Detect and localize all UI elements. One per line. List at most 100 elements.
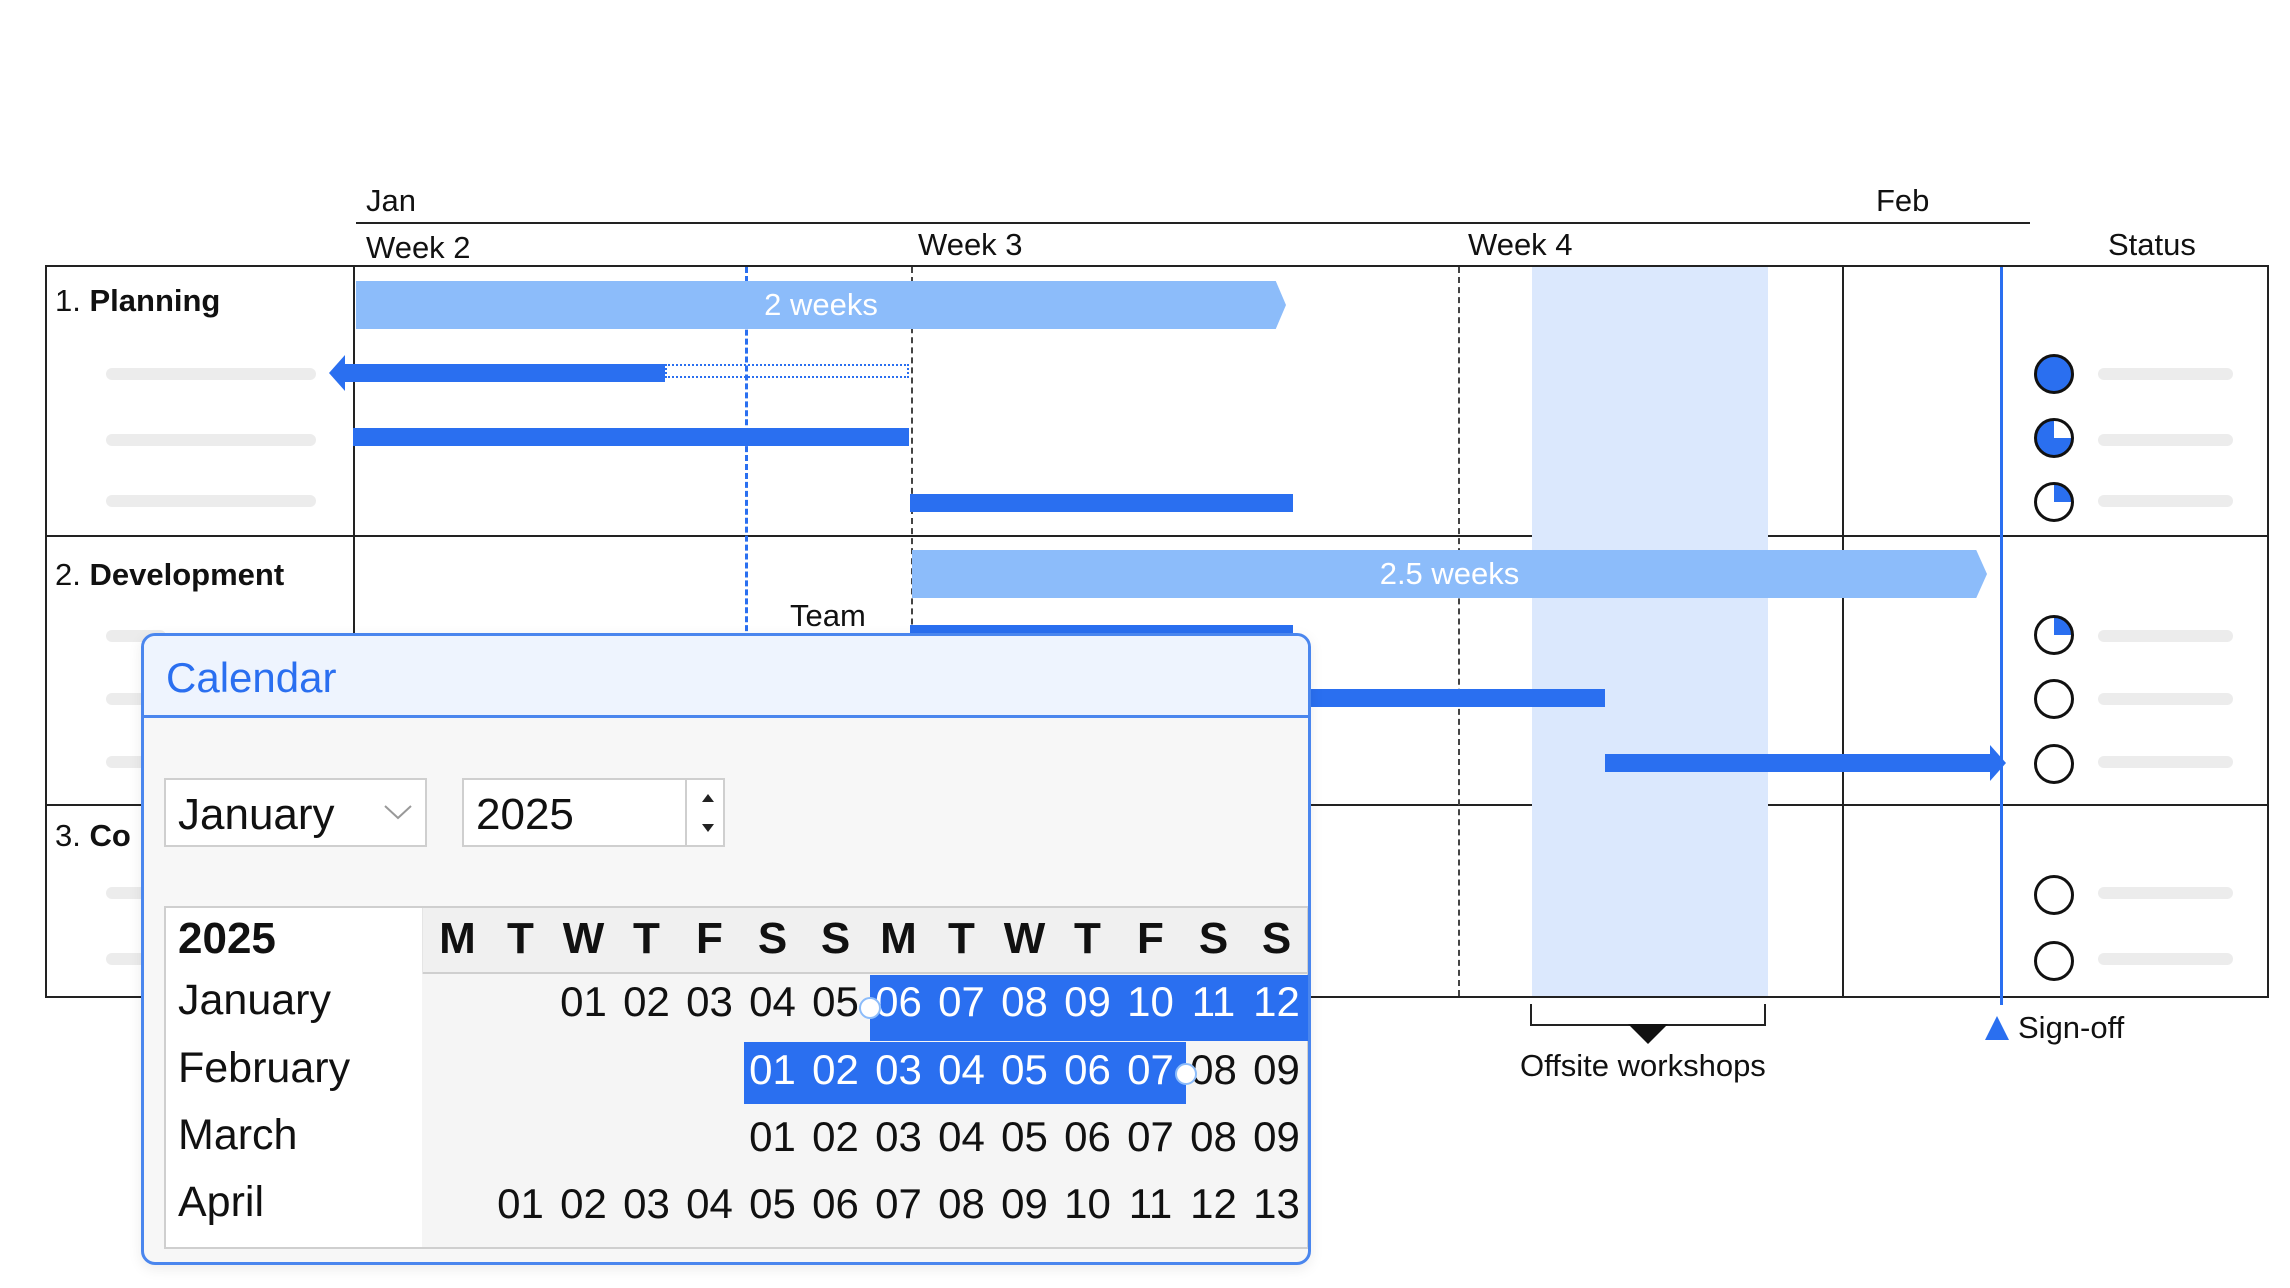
spin-down-icon[interactable] (702, 824, 714, 832)
calendar-day[interactable]: 06 (875, 978, 922, 1025)
year-stepper-value: 2025 (476, 790, 574, 839)
status-quarter-icon[interactable] (2034, 482, 2074, 522)
calendar-day[interactable]: 12 (1253, 978, 1300, 1025)
calendar-day[interactable]: 09 (1001, 1180, 1048, 1227)
group-name: Co (89, 818, 131, 853)
label-column-divider (353, 265, 355, 998)
calendar-day[interactable]: 01 (749, 1046, 796, 1093)
month-row-label: February (178, 1044, 351, 1092)
signoff-marker-line (2000, 267, 2003, 1005)
calendar-day[interactable]: 09 (1253, 1113, 1300, 1160)
span-bar-2-weeks[interactable]: 2 weeks (356, 281, 1286, 329)
month-row-label: March (178, 1111, 298, 1159)
group-number: 2. (55, 557, 81, 592)
week-label-4: Week 4 (1468, 227, 1573, 262)
calendar-day[interactable]: 09 (1064, 978, 1111, 1025)
calendar-day[interactable]: 06 (1064, 1113, 1111, 1160)
weekday-header: F (696, 914, 723, 963)
bracket-pointer-icon (1628, 1024, 1668, 1044)
calendar-day[interactable]: 08 (1190, 1046, 1237, 1093)
calendar-day[interactable]: 02 (812, 1113, 859, 1160)
calendar-day[interactable]: 06 (812, 1180, 859, 1227)
span-label: 2 weeks (764, 287, 878, 322)
calendar-day[interactable]: 03 (686, 978, 733, 1025)
calendar-day[interactable]: 02 (812, 1046, 859, 1093)
weekday-header: M (880, 914, 917, 963)
status-placeholder (2098, 756, 2233, 768)
spin-up-icon[interactable] (702, 794, 714, 802)
calendar-day[interactable]: 05 (1001, 1046, 1048, 1093)
task-bar[interactable] (343, 364, 665, 382)
weekday-header: T (1074, 914, 1101, 963)
year-stepper[interactable]: 2025 (462, 778, 725, 847)
calendar-day[interactable]: 01 (749, 1113, 796, 1160)
calendar-day[interactable]: 02 (623, 978, 670, 1025)
group-label-third: 3. Co (55, 818, 131, 854)
task-bar[interactable] (353, 428, 909, 446)
calendar-day[interactable]: 04 (686, 1180, 733, 1227)
status-empty-icon[interactable] (2034, 679, 2074, 719)
group-label-development: 2. Development (55, 557, 284, 593)
task-bar[interactable] (1300, 689, 1605, 707)
calendar-day[interactable]: 03 (875, 1046, 922, 1093)
calendar-day[interactable]: 08 (1001, 978, 1048, 1025)
task-bar[interactable] (910, 494, 1293, 512)
calendar-day[interactable]: 10 (1127, 978, 1174, 1025)
calendar-day[interactable]: 11 (1128, 1180, 1173, 1227)
month-row-label: January (178, 976, 331, 1024)
calendar-day[interactable]: 10 (1064, 1180, 1111, 1227)
calendar-day[interactable]: 03 (623, 1180, 670, 1227)
calendar-day[interactable]: 01 (560, 978, 607, 1025)
span-bar-2-5-weeks[interactable]: 2.5 weeks (912, 550, 1987, 598)
weekday-header: S (757, 914, 788, 963)
task-bar-extension[interactable] (665, 364, 909, 378)
status-empty-icon[interactable] (2034, 875, 2074, 915)
month-row-label: April (178, 1178, 265, 1226)
status-complete-icon[interactable] (2034, 354, 2074, 394)
status-empty-icon[interactable] (2034, 941, 2074, 981)
week-label-3: Week 3 (918, 227, 1023, 262)
calendar-day[interactable]: 02 (560, 1180, 607, 1227)
task-placeholder (106, 434, 316, 446)
calendar-day[interactable]: 07 (1127, 1046, 1174, 1093)
status-three-quarter-icon[interactable] (2034, 418, 2074, 458)
calendar-day[interactable]: 07 (938, 978, 985, 1025)
calendar-day[interactable]: 07 (1127, 1113, 1174, 1160)
group-name: Development (89, 557, 285, 592)
span-label: 2.5 weeks (1379, 556, 1520, 591)
calendar-day[interactable]: 07 (875, 1180, 922, 1227)
calendar-day[interactable]: 05 (1001, 1113, 1048, 1160)
task-placeholder (106, 495, 316, 507)
calendar-day[interactable]: 13 (1253, 1180, 1300, 1227)
calendar-day[interactable]: 11 (1191, 978, 1236, 1025)
calendar-day[interactable]: 08 (1190, 1113, 1237, 1160)
calendar-day[interactable]: 05 (749, 1180, 796, 1227)
calendar-day[interactable]: 08 (938, 1180, 985, 1227)
task-bar[interactable] (1605, 754, 1992, 772)
status-quarter-icon[interactable] (2034, 615, 2074, 655)
calendar-day[interactable]: 03 (875, 1113, 922, 1160)
calendar-day[interactable]: 05 (812, 978, 859, 1025)
calendar-day[interactable]: 04 (938, 1113, 985, 1160)
year-header: 2025 (178, 914, 276, 963)
calendar-day[interactable]: 06 (1064, 1046, 1111, 1093)
weekday-header: M (439, 914, 476, 963)
status-empty-icon[interactable] (2034, 744, 2074, 784)
calendar-day[interactable]: 09 (1253, 1046, 1300, 1093)
calendar-day[interactable]: 04 (938, 1046, 985, 1093)
month-column-bg (166, 908, 423, 1247)
group-name: Planning (89, 283, 221, 318)
month-select-value: January (178, 790, 335, 839)
calendar-day[interactable]: 01 (497, 1180, 544, 1227)
month-select[interactable]: January (164, 778, 427, 847)
status-placeholder (2098, 368, 2233, 380)
status-placeholder (2098, 434, 2233, 446)
group-number: 1. (55, 283, 81, 318)
arrow-right-icon (1990, 745, 2006, 781)
calendar-day[interactable]: 12 (1190, 1180, 1237, 1227)
calendar-day[interactable]: 04 (749, 978, 796, 1025)
range-end-handle[interactable] (1175, 1063, 1197, 1085)
range-start-handle[interactable] (859, 997, 881, 1019)
